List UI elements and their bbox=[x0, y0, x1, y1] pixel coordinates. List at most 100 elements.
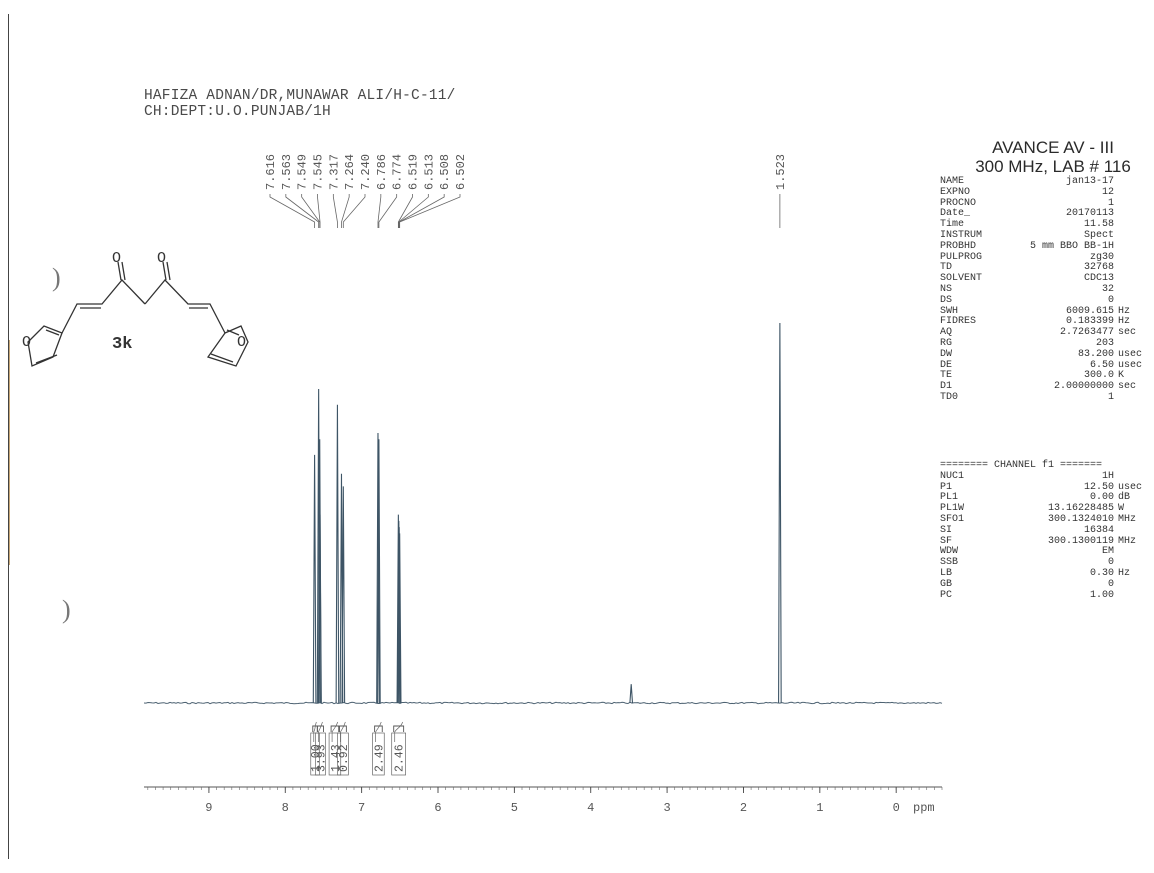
param-name: DE bbox=[940, 359, 953, 371]
param-unit: Hz bbox=[1118, 316, 1131, 328]
param-name: NS bbox=[940, 284, 953, 295]
axis-tick-label: 2 bbox=[740, 801, 747, 815]
param-name: SI bbox=[940, 524, 953, 536]
peak-label-connector bbox=[377, 194, 382, 228]
peak-label-connector bbox=[332, 194, 338, 228]
peak-label: 6.774 bbox=[391, 154, 405, 190]
integral-bracket bbox=[316, 725, 324, 732]
spectrum-peak bbox=[397, 533, 402, 704]
integral-value-box bbox=[328, 732, 342, 776]
peak-label: 7.545 bbox=[312, 154, 326, 190]
param-name: SWH bbox=[940, 305, 959, 317]
peak-label-connector bbox=[378, 194, 398, 228]
compound-label: 3k bbox=[112, 335, 132, 354]
param-unit: usec bbox=[1118, 348, 1143, 360]
peak-label-1523: 1.523 bbox=[774, 154, 788, 190]
param-value: 1 bbox=[1107, 392, 1114, 403]
scan-hole-mark: ) bbox=[52, 263, 61, 292]
integral-value-box bbox=[337, 732, 349, 776]
peak-label: 7.240 bbox=[359, 154, 373, 190]
axis-tick-label: 5 bbox=[511, 801, 518, 815]
param-name: PROBHD bbox=[940, 240, 977, 252]
compound-structure bbox=[27, 261, 249, 367]
param-name: EXPNO bbox=[940, 186, 971, 198]
param-name: INSTRUM bbox=[940, 230, 983, 241]
peak-label: 6.786 bbox=[375, 154, 389, 190]
peak-label-connector bbox=[342, 194, 366, 228]
integral-curve bbox=[317, 721, 323, 742]
param-value: 0 bbox=[1107, 578, 1114, 590]
peak-label-connector bbox=[317, 194, 321, 228]
param-unit: W bbox=[1118, 503, 1125, 515]
sample-title-line-1: HAFIZA ADNAN/DR,MUNAWAR ALI/H-C-11/ bbox=[144, 88, 456, 104]
carbonyl-bond-left bbox=[121, 261, 126, 281]
peak-label: 6.502 bbox=[454, 154, 468, 190]
chain-right bbox=[144, 279, 226, 334]
spectrum-peak bbox=[377, 439, 381, 704]
param-name: Date_ bbox=[940, 208, 971, 220]
param-value: 20170113 bbox=[1065, 208, 1114, 220]
peak-label: 6.513 bbox=[422, 154, 436, 190]
integral-curve bbox=[375, 721, 382, 742]
peak-label-connector bbox=[285, 194, 320, 228]
integral-value: 0.92 bbox=[338, 744, 351, 772]
param-value: 2.00000000 bbox=[1053, 381, 1114, 393]
param-name: GB bbox=[940, 578, 953, 590]
param-value: 11.58 bbox=[1083, 219, 1114, 231]
axis-tick-label: 8 bbox=[282, 801, 289, 815]
param-value: 203 bbox=[1095, 338, 1114, 349]
param-value: 0.00 bbox=[1089, 492, 1114, 504]
spectrum-peak bbox=[318, 514, 322, 704]
param-name: SF bbox=[940, 535, 953, 547]
param-unit: usec bbox=[1118, 359, 1143, 371]
peak-label-connector bbox=[398, 194, 445, 228]
param-value: 0 bbox=[1107, 557, 1114, 569]
param-value: 1.00 bbox=[1089, 589, 1114, 601]
spectrum-peak bbox=[312, 454, 317, 704]
param-value: 32768 bbox=[1083, 262, 1114, 274]
param-name: PL1 bbox=[940, 492, 959, 504]
spectrum-peak bbox=[341, 486, 346, 704]
integral-value-box bbox=[391, 732, 406, 776]
peak-label-connector bbox=[398, 194, 429, 228]
axis-tick-label: 6 bbox=[434, 801, 441, 815]
param-value: 12 bbox=[1101, 186, 1114, 198]
param-name: NAME bbox=[940, 176, 965, 187]
param-name: SOLVENT bbox=[940, 273, 983, 285]
param-name: PC bbox=[940, 589, 953, 601]
param-value: Spect bbox=[1083, 230, 1114, 241]
param-value: 0.30 bbox=[1089, 568, 1114, 579]
integral-value: 1.43 bbox=[330, 744, 343, 772]
channel-header: ======== CHANNEL f1 ======= bbox=[940, 460, 1103, 471]
axis-tick-label: 9 bbox=[205, 801, 212, 815]
param-name: LB bbox=[940, 568, 953, 579]
spectrum-peak bbox=[376, 432, 380, 704]
param-value: 0.183399 bbox=[1065, 316, 1114, 328]
sample-title-line-2: CH:DEPT:U.O.PUNJAB/1H bbox=[144, 104, 331, 120]
peak-label: 6.519 bbox=[407, 154, 421, 190]
param-unit: usec bbox=[1118, 481, 1143, 493]
param-name: DW bbox=[940, 348, 953, 360]
axis-tick-label: 1 bbox=[816, 801, 823, 815]
param-name: SSB bbox=[940, 557, 959, 569]
furan-oxygen-left: O bbox=[22, 334, 31, 351]
param-unit: MHz bbox=[1118, 514, 1137, 525]
param-name: Time bbox=[940, 219, 965, 231]
integral-value-box bbox=[314, 732, 326, 776]
param-value: 16384 bbox=[1083, 524, 1114, 536]
param-name: PL1W bbox=[940, 503, 965, 515]
peak-label-connector bbox=[397, 194, 413, 228]
param-value: CDC13 bbox=[1083, 273, 1114, 285]
param-unit: MHz bbox=[1118, 535, 1137, 547]
peak-label: 7.264 bbox=[343, 154, 357, 190]
peak-label-connector bbox=[341, 194, 350, 228]
furan-ring-left bbox=[27, 325, 63, 367]
param-unit: Hz bbox=[1118, 568, 1131, 579]
param-unit: sec bbox=[1118, 327, 1137, 339]
carbonyl-oxygen-right: O bbox=[157, 250, 166, 267]
axis-tick-label: 7 bbox=[358, 801, 365, 815]
param-name: FIDRES bbox=[940, 316, 977, 328]
